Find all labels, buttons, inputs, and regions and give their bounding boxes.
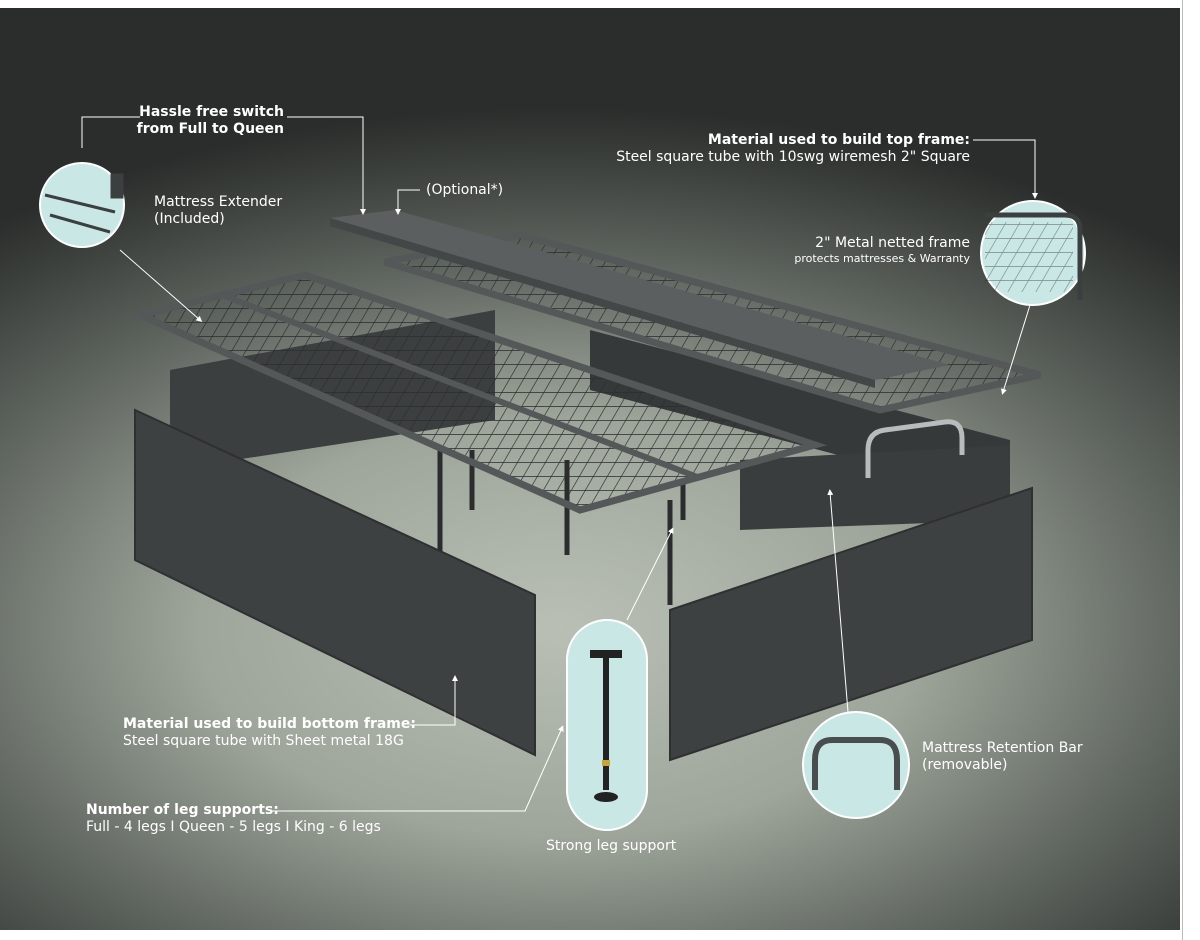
- leg-supports-title: Number of leg supports:: [86, 802, 279, 818]
- mattress-extender-board: [330, 210, 950, 380]
- leg-supports-desc: Full - 4 legs I Queen - 5 legs I King - …: [86, 819, 381, 835]
- leg-supports-label: Number of leg supports: Full - 4 legs I …: [86, 802, 381, 836]
- retention-bar-detail-circle: [802, 711, 910, 819]
- leg-detail-image: [590, 650, 622, 802]
- mattress-extender-label: Mattress Extender (Included): [154, 194, 282, 228]
- retention-line-1: Mattress Retention Bar: [922, 740, 1083, 756]
- top-frame-label: Material used to build top frame: Steel …: [616, 132, 970, 166]
- bottom-frame-title: Material used to build bottom frame:: [123, 716, 416, 732]
- netted-frame-title: 2" Metal netted frame: [815, 235, 970, 251]
- extender-line-1: Mattress Extender: [154, 194, 283, 210]
- netted-frame-label: 2" Metal netted frame protects mattresse…: [794, 235, 970, 265]
- bottom-frame-label: Material used to build bottom frame: Ste…: [123, 716, 416, 750]
- retention-line-2: (removable): [922, 757, 1008, 773]
- hassle-free-title: Hassle free switch from Full to Queen: [137, 104, 284, 138]
- extender-detail-image: [44, 173, 124, 234]
- retention-bar: [865, 419, 965, 478]
- footboard-panel: [740, 445, 1010, 530]
- page-edge-line: [1182, 0, 1183, 940]
- top-frame-title: Material used to build top frame:: [707, 132, 970, 148]
- retention-bar-label: Mattress Retention Bar (removable): [922, 740, 1083, 774]
- top-frame-desc: Steel square tube with 10swg wiremesh 2"…: [616, 149, 970, 165]
- optional-label: (Optional*): [426, 182, 504, 198]
- strong-leg-support-label: Strong leg support: [546, 838, 677, 854]
- leader-lines: [81, 116, 1038, 812]
- hassle-free-line-2: from Full to Queen: [136, 121, 284, 137]
- extender-line-2: (Included): [154, 211, 225, 227]
- left-side-panel: [134, 408, 536, 757]
- netted-frame-desc: protects mattresses & Warranty: [794, 252, 970, 265]
- hassle-free-line-1: Hassle free switch: [139, 104, 284, 120]
- bottom-frame-desc: Steel square tube with Sheet metal 18G: [123, 733, 404, 749]
- right-side-panel: [669, 486, 1033, 762]
